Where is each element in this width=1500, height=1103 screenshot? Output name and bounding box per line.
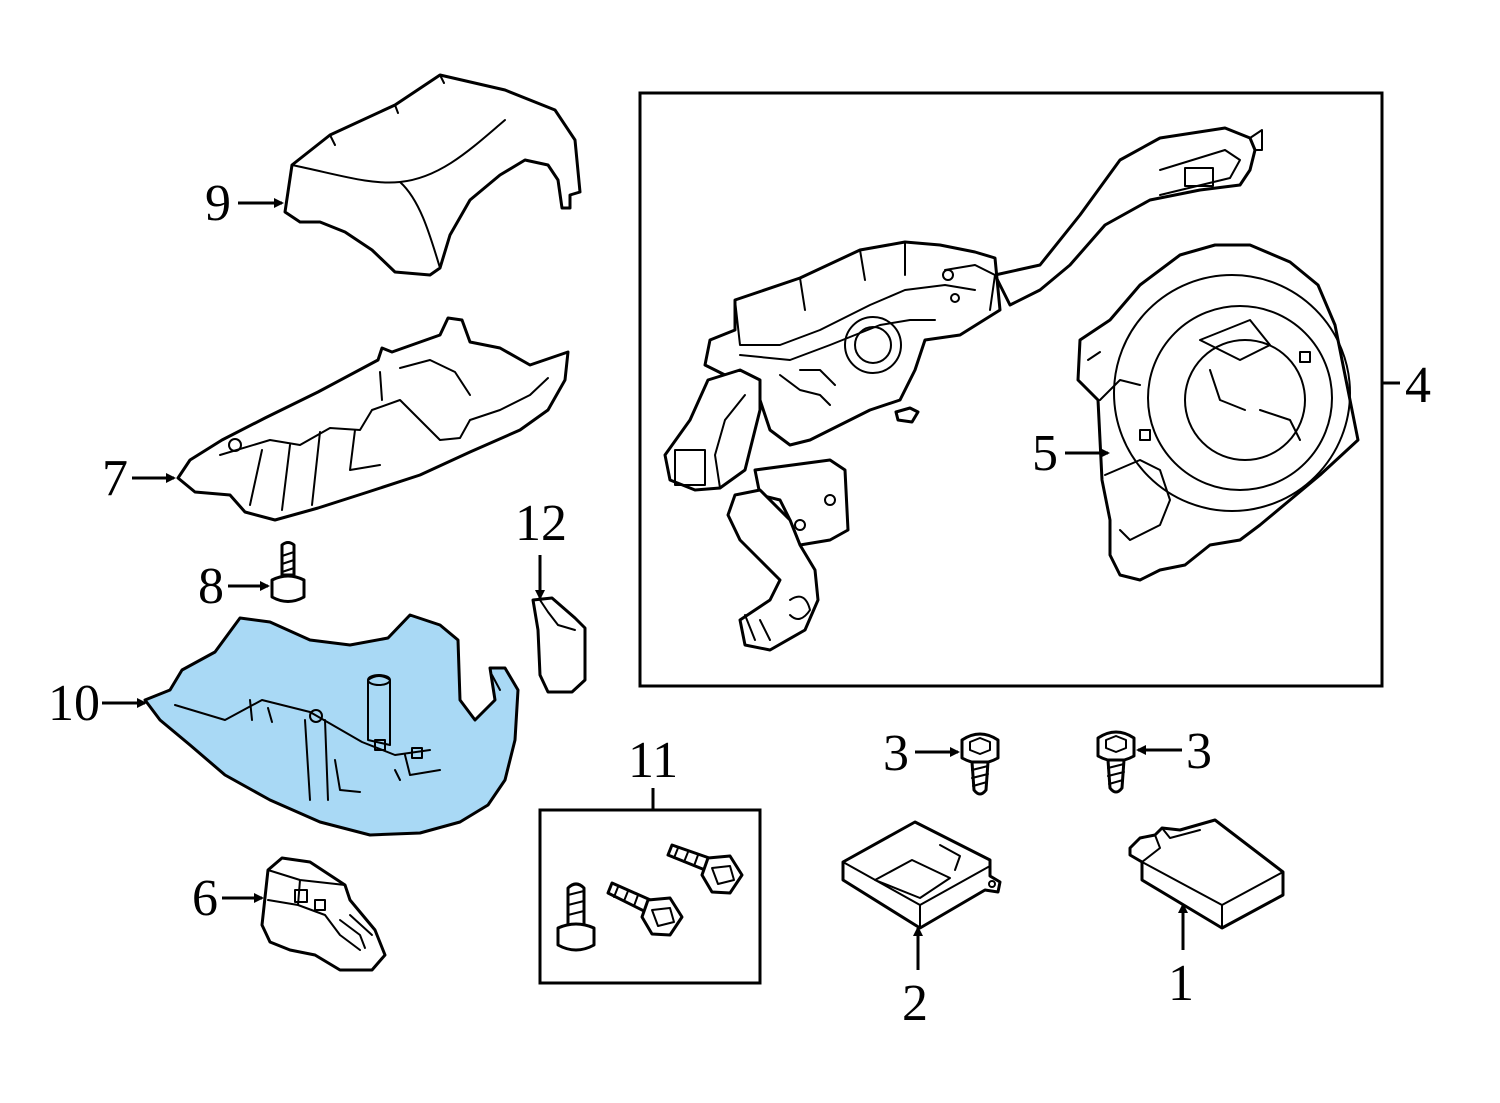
part-3-screw-right[interactable]: [1096, 730, 1136, 794]
part-10-lower-shroud-highlighted[interactable]: [143, 613, 520, 837]
callout-3-right: 3: [1186, 723, 1212, 780]
part-6-connector[interactable]: [260, 856, 387, 972]
part-2-module[interactable]: [841, 820, 1002, 930]
callout-8: 8: [198, 558, 224, 615]
callout-1: 1: [1168, 955, 1194, 1012]
part-5-clock-spring[interactable]: [1076, 243, 1360, 582]
part-9-upper-shroud[interactable]: [283, 73, 582, 277]
callout-3-left: 3: [883, 725, 909, 782]
part-4-combination-switch[interactable]: [663, 126, 1263, 652]
part-7-shroud-bracket[interactable]: [176, 316, 570, 522]
callout-4: 4: [1405, 357, 1431, 414]
part-11-screw-kit[interactable]: [538, 808, 762, 985]
callout-9: 9: [205, 175, 231, 232]
callout-10: 10: [48, 675, 100, 732]
part-1-control-module[interactable]: [1128, 818, 1285, 930]
callout-11: 11: [628, 732, 678, 789]
part-12-trim-cover[interactable]: [531, 596, 587, 694]
callout-7: 7: [102, 450, 128, 507]
part-3-screw-left[interactable]: [960, 732, 1000, 796]
part-8-screw[interactable]: [270, 541, 306, 603]
callout-2: 2: [902, 975, 928, 1032]
callout-6: 6: [192, 870, 218, 927]
part-4-assembly-box: [638, 91, 1384, 688]
callout-5: 5: [1032, 425, 1058, 482]
callout-12: 12: [515, 495, 567, 552]
part-11-box: [538, 808, 762, 985]
